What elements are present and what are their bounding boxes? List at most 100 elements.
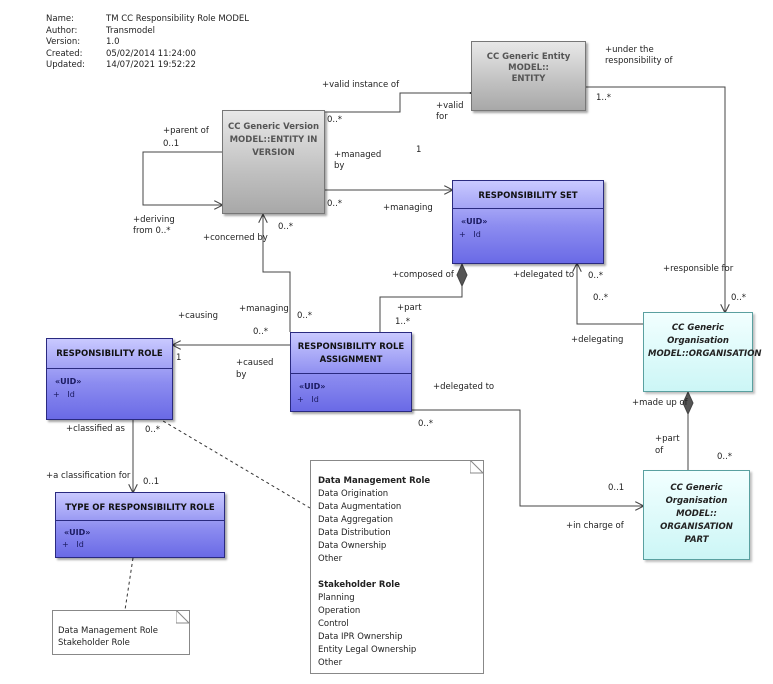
class-entity[interactable]: CC Generic Entity MODEL:: ENTITY: [471, 41, 586, 111]
attribute-row: + Id: [297, 395, 319, 404]
author-value: Transmodel: [106, 25, 155, 36]
note-item: Data Management Role: [58, 626, 159, 636]
label-parent-of: +parent of: [163, 126, 209, 136]
label-made-up-of: +made up of: [632, 398, 688, 408]
label-mult-part: 1..*: [395, 317, 411, 327]
attribute-visibility: +: [297, 395, 304, 404]
note-item: Stakeholder Role: [58, 638, 130, 648]
label-mult-causing: 0..*: [253, 327, 269, 337]
class-title: RESPONSIBILITY ROLE ASSIGNMENT: [297, 342, 405, 365]
name-label: Name:: [46, 14, 74, 24]
name-value: TM CC Responsibility Role MODEL: [106, 14, 249, 24]
attribute-row: + Id: [459, 230, 481, 239]
note-link-type: [124, 557, 134, 611]
attribute-visibility: +: [62, 540, 69, 549]
class-separator: [56, 520, 224, 521]
attribute-name: Id: [67, 390, 75, 399]
note-item: Operation: [318, 606, 361, 616]
note-corner-icon: [470, 460, 484, 474]
attribute-name: Id: [311, 395, 319, 404]
class-organisation[interactable]: CC Generic Organisation MODEL::ORGANISAT…: [643, 312, 762, 392]
label-composed-of: +composed of: [392, 270, 454, 280]
version-label: Version:: [46, 37, 81, 47]
label-mult-delegating: 0..*: [593, 293, 609, 303]
label-caused-by: +caused by: [236, 358, 274, 380]
class-entity-in-version[interactable]: CC Generic Version MODEL::ENTITY IN VERS…: [222, 110, 325, 214]
class-responsibility-role-assignment[interactable]: RESPONSIBILITY ROLE ASSIGNMENT «UID» + I…: [290, 332, 412, 412]
created-label: Created:: [46, 48, 83, 59]
note-item: Planning: [318, 593, 355, 603]
class-responsibility-set[interactable]: RESPONSIBILITY SET «UID» + Id: [452, 180, 604, 264]
label-concerned-by: +concerned by: [203, 233, 268, 243]
label-mult-delegated-part: 0..*: [418, 419, 434, 429]
class-title: TYPE OF RESPONSIBILITY ROLE: [65, 503, 215, 513]
label-delegated-to-set: +delegated to: [513, 270, 575, 280]
delegating-connector: [577, 264, 643, 325]
label-mult-part-of: 0..*: [717, 452, 733, 462]
class-title: RESPONSIBILITY ROLE: [56, 349, 163, 359]
class-organisation-part[interactable]: CC Generic Organisation MODEL:: ORGANISA…: [643, 470, 750, 560]
label-mult-responsible: 0..*: [731, 293, 747, 303]
label-mult-managed: 0..*: [327, 199, 343, 209]
stereotype-label: «UID»: [299, 382, 326, 391]
stereotype-label: «UID»: [55, 377, 82, 386]
label-mult-version-top: 0..*: [327, 115, 343, 125]
label-part: +part: [397, 303, 422, 313]
attribute-name: Id: [76, 540, 84, 549]
label-classification-for: +a classification for: [46, 471, 131, 481]
class-responsibility-role[interactable]: RESPONSIBILITY ROLE «UID» + Id: [46, 338, 173, 420]
class-title: CC Generic Entity MODEL:: ENTITY: [486, 52, 571, 84]
label-managing-assign: +managing: [239, 304, 289, 314]
label-mult-entity-one: 1: [416, 145, 422, 155]
note-item: Control: [318, 619, 349, 629]
attribute-row: + Id: [53, 390, 75, 399]
note-corner-icon: [176, 610, 190, 624]
label-in-charge-of: +in charge of: [566, 521, 624, 531]
updated-label: Updated:: [46, 60, 86, 70]
class-type-of-responsibility-role[interactable]: TYPE OF RESPONSIBILITY ROLE «UID» + Id: [55, 492, 225, 558]
label-managed-by: +managed by: [334, 150, 382, 171]
author-label: Author:: [46, 25, 78, 36]
note-item: Data Aggregation: [318, 515, 394, 525]
note-item: Other: [318, 658, 343, 668]
label-under-responsibility: +under the responsibility of: [605, 45, 673, 66]
class-title: CC Generic Version MODEL::ENTITY IN VERS…: [227, 122, 320, 158]
class-separator: [453, 208, 603, 209]
stereotype-label: «UID»: [64, 528, 91, 537]
label-responsible-for: +responsible for: [663, 264, 734, 274]
label-mult-type: 0..1: [143, 477, 160, 487]
class-title: CC Generic Organisation MODEL::ORGANISAT…: [648, 323, 762, 359]
note-group-heading: Data Management Role: [318, 476, 431, 486]
concerned-by-connector: [263, 215, 291, 332]
note-item: Data IPR Ownership: [318, 632, 403, 642]
attribute-row: + Id: [62, 540, 84, 549]
version-value: 1.0: [106, 37, 120, 47]
updated-value: 14/07/2021 19:52:22: [106, 60, 196, 70]
label-mult-parent: 0..1: [163, 139, 180, 149]
label-valid-for: +valid for: [436, 101, 464, 122]
composition-diamond-set: [456, 262, 468, 288]
under-responsibility-connector: [585, 86, 725, 312]
note-item: Data Origination: [318, 489, 389, 499]
attribute-visibility: +: [459, 230, 466, 239]
note-item: Other: [318, 554, 343, 564]
label-mult-concerned: 0..*: [278, 222, 294, 232]
roles-note[interactable]: Data Management Role Data Origination Da…: [310, 460, 484, 674]
valid-instance-of-connector: [325, 92, 470, 113]
label-part-of: +part of: [655, 434, 680, 456]
composed-of-connector: [379, 286, 463, 332]
class-separator: [291, 373, 411, 374]
created-value: 05/02/2014 11:24:00: [106, 48, 196, 59]
note-item: Data Ownership: [318, 541, 387, 551]
label-mult-classified: 0..*: [145, 425, 161, 435]
class-separator: [47, 368, 172, 369]
label-managing-set: +managing: [383, 203, 433, 213]
label-mult-in-charge: 0..1: [608, 483, 625, 493]
note-item: Data Distribution: [318, 528, 391, 538]
attribute-name: Id: [473, 230, 481, 239]
type-note[interactable]: Data Management Role Stakeholder Role: [52, 610, 190, 655]
self-association-connector: [142, 151, 222, 205]
label-mult-delegated-set: 0..*: [588, 271, 604, 281]
label-classified-as: +classified as: [66, 424, 125, 434]
